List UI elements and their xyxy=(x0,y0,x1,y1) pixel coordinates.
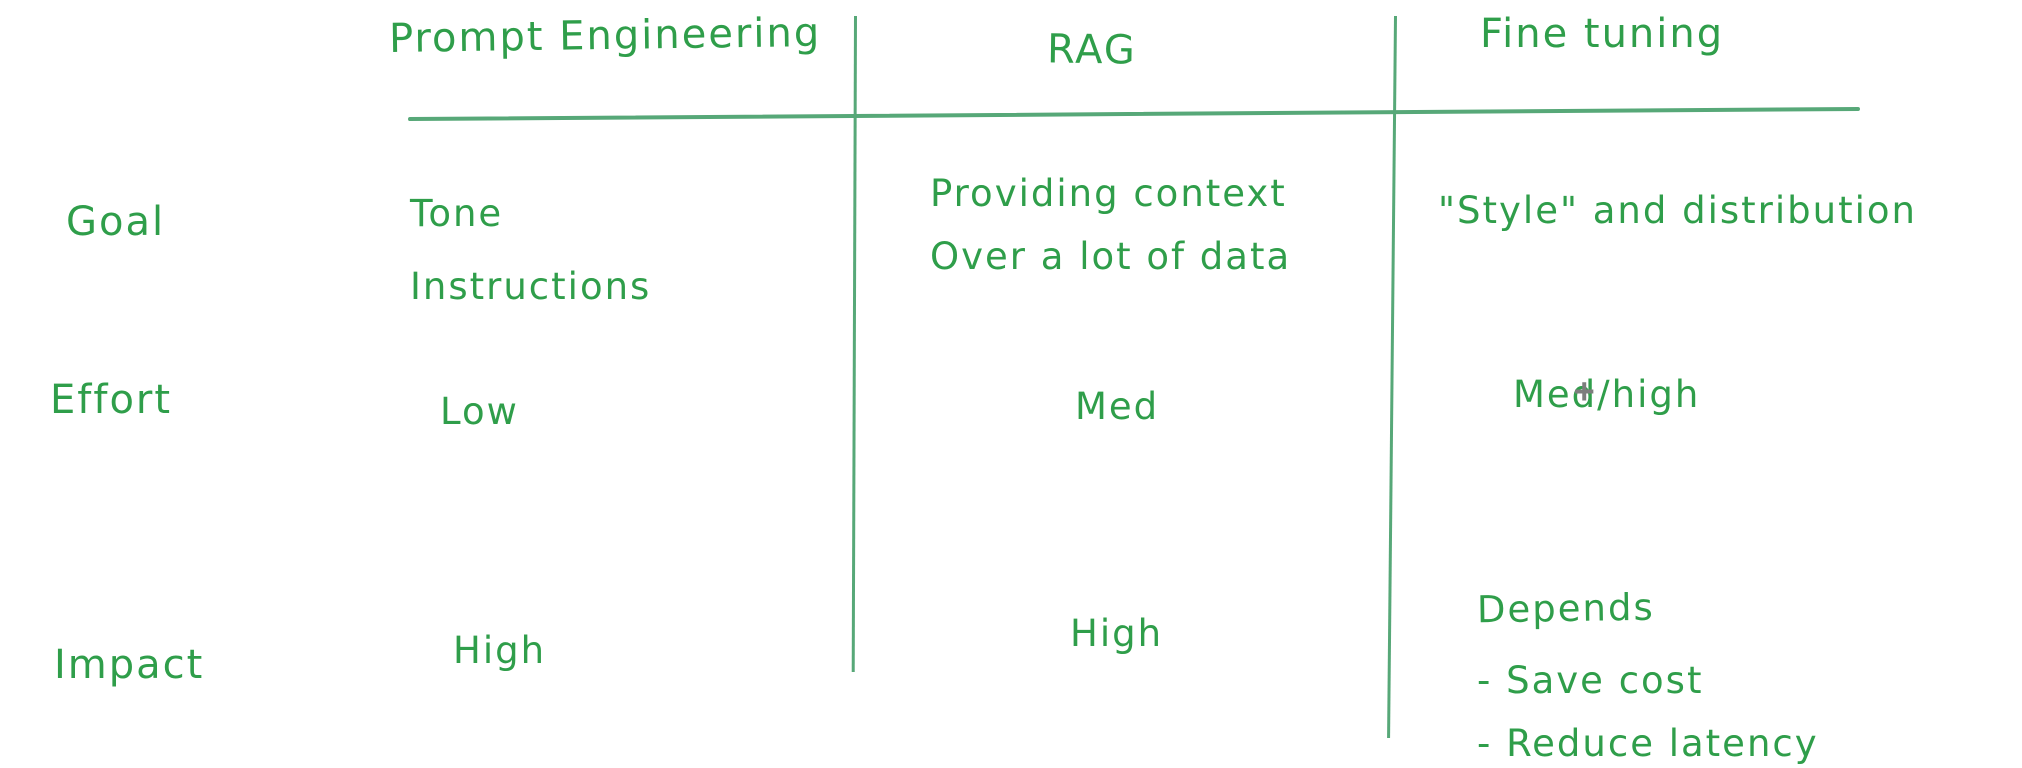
cell-goal-rag-line-1: Providing context xyxy=(930,172,1287,215)
cell-impact-fine-tuning-line-1: Depends xyxy=(1476,585,1656,632)
cell-impact-fine-tuning-line-3: - Reduce latency xyxy=(1477,722,1819,765)
cell-effort-rag: Med xyxy=(1075,385,1160,428)
column-divider-2 xyxy=(1387,15,1397,738)
cell-impact-fine-tuning-line-2: - Save cost xyxy=(1477,659,1704,702)
cell-goal-rag-line-2: Over a lot of data xyxy=(930,235,1292,278)
row-label-effort: Effort xyxy=(50,377,173,423)
cell-impact-prompt: High xyxy=(453,629,547,672)
header-underline-rule xyxy=(408,106,1860,122)
cell-goal-fine-tuning: "Style" and distribution xyxy=(1438,189,1917,232)
row-label-impact: Impact xyxy=(54,642,205,688)
cell-goal-prompt-line-2: Instructions xyxy=(410,265,652,308)
cell-impact-rag: High xyxy=(1070,612,1164,655)
row-label-goal: Goal xyxy=(66,199,166,245)
cell-effort-prompt: Low xyxy=(440,390,519,433)
crosshair-cursor-icon: + xyxy=(1574,371,1595,411)
column-header-fine-tuning: Fine tuning xyxy=(1480,11,1725,57)
column-header-rag: RAG xyxy=(1046,26,1138,74)
column-header-prompt-engineering: Prompt Engineering xyxy=(388,9,822,63)
cell-goal-prompt-line-1: Tone xyxy=(410,192,504,235)
cell-effort-fine-tuning: Med/high xyxy=(1513,373,1701,416)
